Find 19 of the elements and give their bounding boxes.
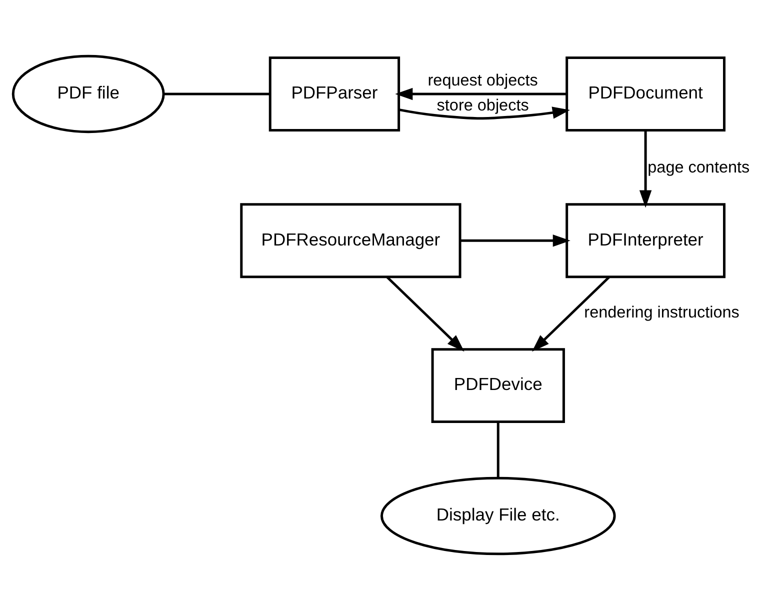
edge-label: rendering instructions: [584, 303, 740, 322]
arrow: [386, 276, 464, 352]
node-ellipse: PDF file: [12, 54, 165, 134]
node-box: PDFParser: [268, 56, 400, 132]
arrow: [532, 276, 610, 352]
connector: [496, 422, 500, 478]
edge-label: store objects: [436, 96, 529, 115]
arrow: [639, 130, 652, 208]
node-box: PDFInterpreter: [566, 203, 726, 278]
arrow: [460, 234, 570, 247]
node-box: PDFResourceManager: [240, 203, 462, 278]
arrow: [395, 88, 567, 100]
node-box: PDFDocument: [566, 56, 726, 132]
edge-label: request objects: [428, 72, 538, 90]
arrow: [398, 106, 570, 120]
node-ellipse: Display File etc.: [380, 476, 616, 556]
connector: [164, 92, 270, 96]
node-box: PDFDevice: [431, 348, 565, 424]
edge-label: page contents: [648, 158, 750, 176]
